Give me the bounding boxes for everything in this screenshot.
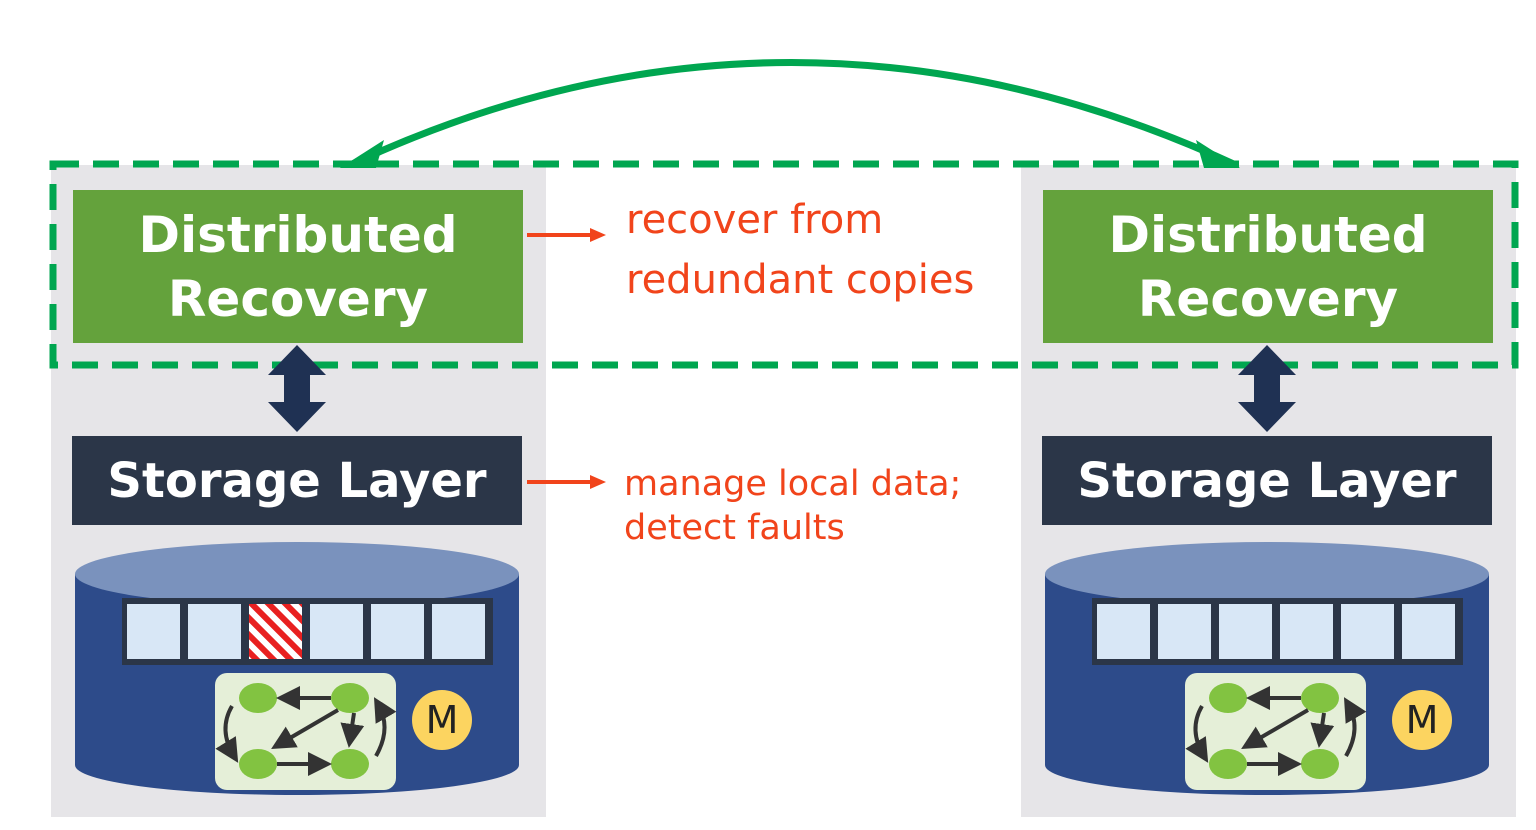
storage-annotation-line1: manage local data; (624, 464, 962, 504)
recovery-layer-dashed-region (49, 160, 1519, 369)
right-recovery-line1: Distributed (1108, 205, 1428, 264)
right-graph-panel (1185, 673, 1367, 790)
right-disk-block-row (1092, 598, 1463, 665)
left-graph-panel (215, 673, 397, 790)
right-disk-block-5 (1341, 604, 1394, 659)
right-m-badge-letter: M (1405, 698, 1439, 742)
right-disk-block-3 (1219, 604, 1272, 659)
recovery-annotation: recover from redundant copies (626, 190, 974, 310)
right-disk-block-6 (1402, 604, 1455, 659)
left-distributed-recovery-box: Distributed Recovery (73, 190, 523, 343)
left-vertical-double-arrow (268, 345, 326, 432)
left-disk-block-2 (188, 604, 241, 659)
right-m-badge (1392, 690, 1452, 750)
left-disk-block-4 (310, 604, 363, 659)
left-storage-layer-box: Storage Layer (72, 436, 522, 525)
recovery-annotation-line2: redundant copies (626, 257, 975, 303)
left-recovery-line1: Distributed (138, 205, 458, 264)
right-distributed-recovery-box: Distributed Recovery (1043, 190, 1493, 343)
right-storage-layer-label: Storage Layer (1077, 452, 1457, 509)
right-disk-block-4 (1280, 604, 1333, 659)
right-disk-block-2 (1158, 604, 1211, 659)
left-disk-block-6 (432, 604, 485, 659)
right-disk-block-1 (1097, 604, 1150, 659)
left-storage-layer-label: Storage Layer (107, 452, 487, 509)
left-m-badge (412, 690, 472, 750)
replication-arc-arrow (348, 59, 1238, 169)
left-m-badge-letter: M (425, 698, 459, 742)
right-storage-layer-box: Storage Layer (1042, 436, 1492, 525)
recovery-annotation-arrow (527, 228, 606, 242)
storage-annotation: manage local data; detect faults (624, 462, 961, 550)
left-recovery-line2: Recovery (167, 269, 429, 328)
left-disk-block-row (122, 598, 493, 665)
recovery-annotation-line1: recover from (626, 197, 884, 243)
right-vertical-double-arrow (1238, 345, 1296, 432)
left-disk-block-5 (371, 604, 424, 659)
storage-annotation-arrow (527, 475, 606, 489)
left-disk-block-1 (127, 604, 180, 659)
left-disk-block-3-corrupted (249, 604, 302, 659)
right-recovery-line2: Recovery (1137, 269, 1399, 328)
storage-annotation-line2: detect faults (624, 508, 845, 548)
